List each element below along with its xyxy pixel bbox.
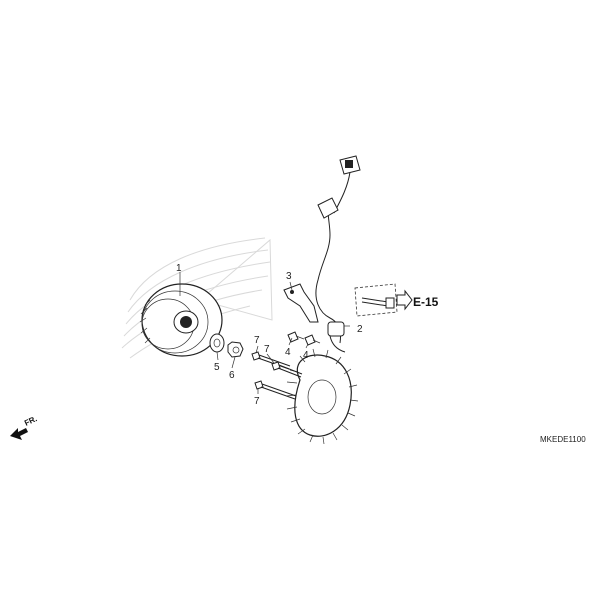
callout-4b: 4: [303, 350, 309, 361]
diagram-code: MKEDE1100: [540, 435, 586, 444]
callout-7a: 7: [254, 335, 260, 346]
front-label: FR.: [23, 414, 38, 428]
callout-5: 5: [214, 362, 220, 373]
callout-7b: 7: [264, 344, 270, 355]
long-bolt-b: [271, 361, 303, 378]
callout-4a: 4: [285, 347, 291, 358]
long-bolt-c: [254, 380, 297, 400]
reference-group-e15: [354, 283, 413, 317]
callout-1: 1: [176, 263, 182, 274]
bolt-small-a: [287, 331, 305, 343]
reference-arrow-icon: [396, 289, 413, 311]
callout-3: 3: [286, 271, 292, 282]
reference-label: E-15: [413, 295, 439, 309]
washer: [209, 333, 225, 353]
bolt-small-b: [304, 334, 321, 346]
callout-6: 6: [229, 370, 235, 381]
callout-2: 2: [357, 324, 363, 335]
front-direction-arrow-icon: [10, 428, 28, 440]
callout-7c: 7: [254, 396, 260, 407]
wire-clamp-plate: [283, 283, 319, 323]
flywheel-rotor: [139, 283, 223, 357]
leader-lines: [179, 272, 350, 394]
flange-nut: [227, 341, 244, 358]
